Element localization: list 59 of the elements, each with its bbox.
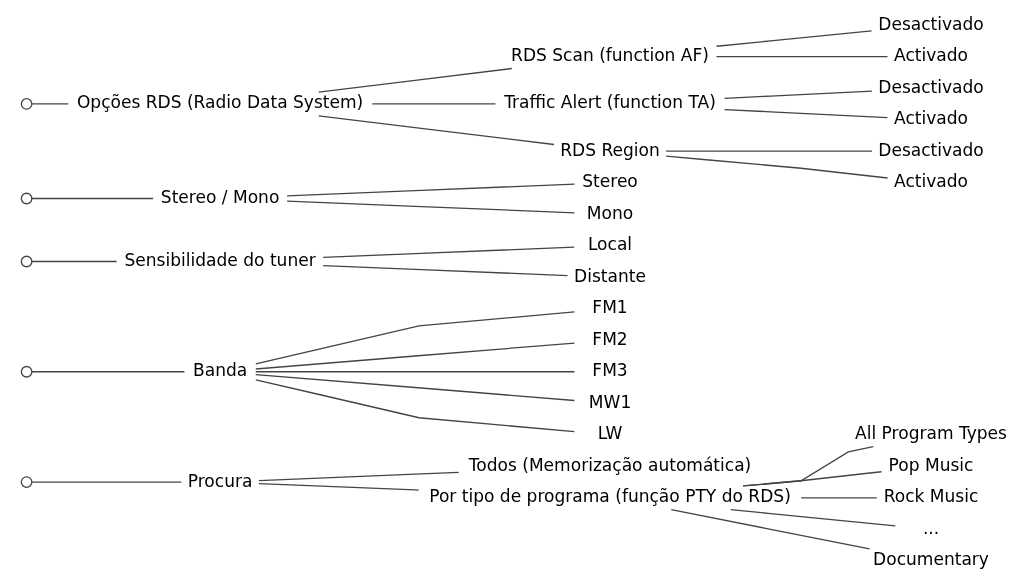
node-text: Desactivado — [878, 13, 984, 34]
node-text: Todos (Memorização automática) — [468, 454, 752, 475]
connector — [730, 508, 896, 527]
connector — [665, 155, 889, 179]
node-text: Sensibilidade do tuner — [124, 249, 316, 270]
connector — [715, 30, 873, 47]
connector — [715, 56, 889, 58]
node-text: Traffic Alert (function TA) — [504, 92, 716, 113]
node-text: LW — [597, 423, 623, 444]
connector — [322, 264, 569, 277]
node-text: RDS Region — [560, 139, 660, 160]
connector — [318, 115, 555, 146]
node-text: Rock Music — [883, 486, 979, 507]
connector — [318, 67, 513, 93]
connector — [31, 481, 182, 483]
connector — [670, 509, 871, 550]
connector — [31, 371, 186, 373]
connector — [286, 200, 576, 214]
node-text: FM2 — [592, 328, 628, 349]
node-text: Desactivado — [878, 76, 984, 97]
connector — [31, 103, 69, 105]
node-text: Documentary — [873, 549, 989, 570]
node-text: ... — [922, 517, 940, 538]
connector — [255, 373, 576, 402]
connector — [742, 471, 883, 487]
connector — [31, 197, 154, 200]
node-text: Local — [587, 234, 633, 255]
connector — [258, 482, 420, 491]
node-text: Stereo / Mono — [160, 186, 280, 207]
connector — [800, 497, 878, 499]
connector — [322, 246, 575, 258]
node-text: Desactivado — [878, 139, 984, 160]
connector — [31, 260, 118, 263]
node-text: Mono — [586, 202, 634, 223]
connector — [723, 90, 873, 99]
node-text: Banda — [192, 360, 248, 381]
connector — [286, 183, 576, 197]
node-text: Distante — [574, 265, 646, 286]
node-text: Opções RDS (Radio Data System) — [76, 92, 364, 113]
node-text: Procura — [187, 470, 253, 491]
connector — [723, 108, 888, 119]
node-text: MW1 — [588, 391, 632, 412]
node-text: Activado — [894, 45, 969, 66]
node-text: FM1 — [592, 297, 628, 318]
connector — [258, 471, 460, 482]
connector — [665, 150, 873, 152]
node-text: Stereo — [582, 171, 638, 192]
node-text: FM3 — [592, 360, 628, 381]
node-text: All Program Types — [855, 423, 1007, 444]
node-text: RDS Scan (function AF) — [511, 45, 709, 66]
node-text: Activado — [894, 108, 969, 129]
connector — [255, 311, 575, 365]
connector — [371, 103, 497, 105]
connector — [255, 379, 575, 433]
node-text: Por tipo de programa (função PTY do RDS) — [429, 486, 791, 507]
connector — [255, 342, 576, 370]
node-text: Pop Music — [888, 454, 974, 475]
connector — [255, 371, 576, 373]
node-text: Activado — [894, 171, 969, 192]
